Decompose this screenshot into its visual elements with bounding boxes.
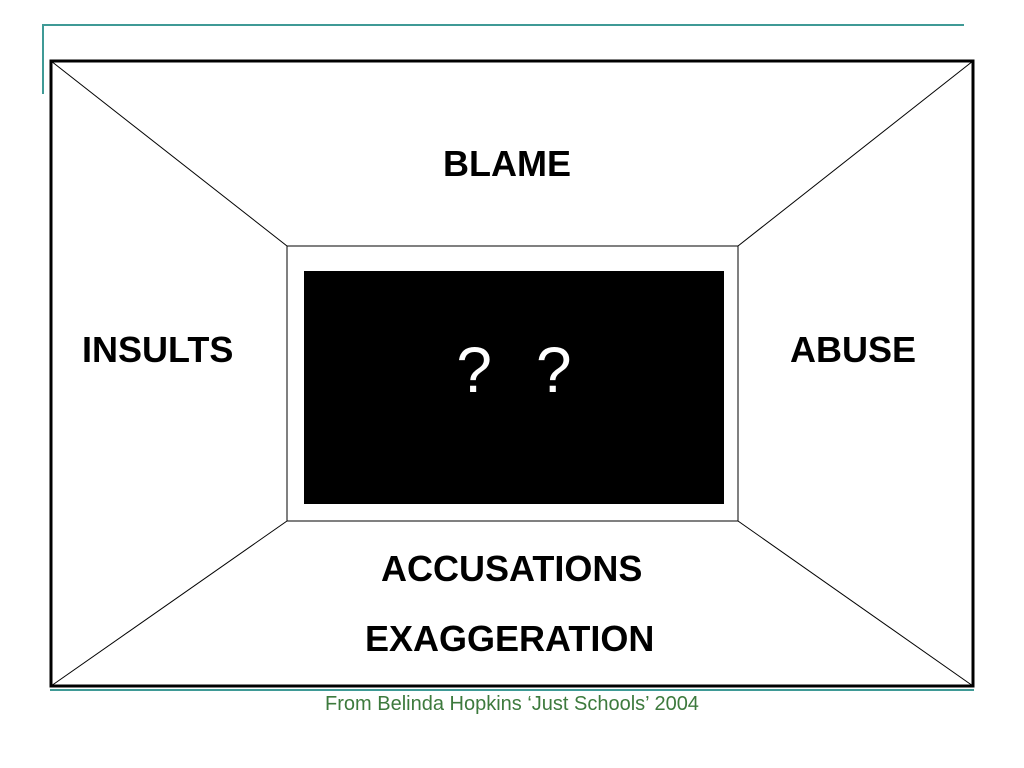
accent-vertical-line [42, 24, 44, 94]
question-mark-left: ? [456, 334, 492, 406]
corner-line-top-left [50, 60, 288, 247]
accent-bottom-line [50, 689, 974, 691]
label-abuse: ABUSE [790, 329, 917, 370]
label-accusations: ACCUSATIONS [381, 548, 643, 589]
center-panel [304, 271, 724, 504]
source-caption: From Belinda Hopkins ‘Just Schools’ 2004 [325, 693, 699, 715]
label-exaggeration: EXAGGERATION [365, 618, 655, 659]
question-mark-right: ? [536, 334, 572, 406]
label-insults: INSULTS [82, 329, 234, 370]
accent-top-line [42, 24, 964, 26]
corner-line-top-right [737, 60, 974, 247]
question-marks: ?? [304, 338, 724, 402]
corner-line-bottom-right [737, 520, 974, 687]
label-blame: BLAME [443, 143, 571, 184]
corner-line-bottom-left [50, 520, 288, 687]
